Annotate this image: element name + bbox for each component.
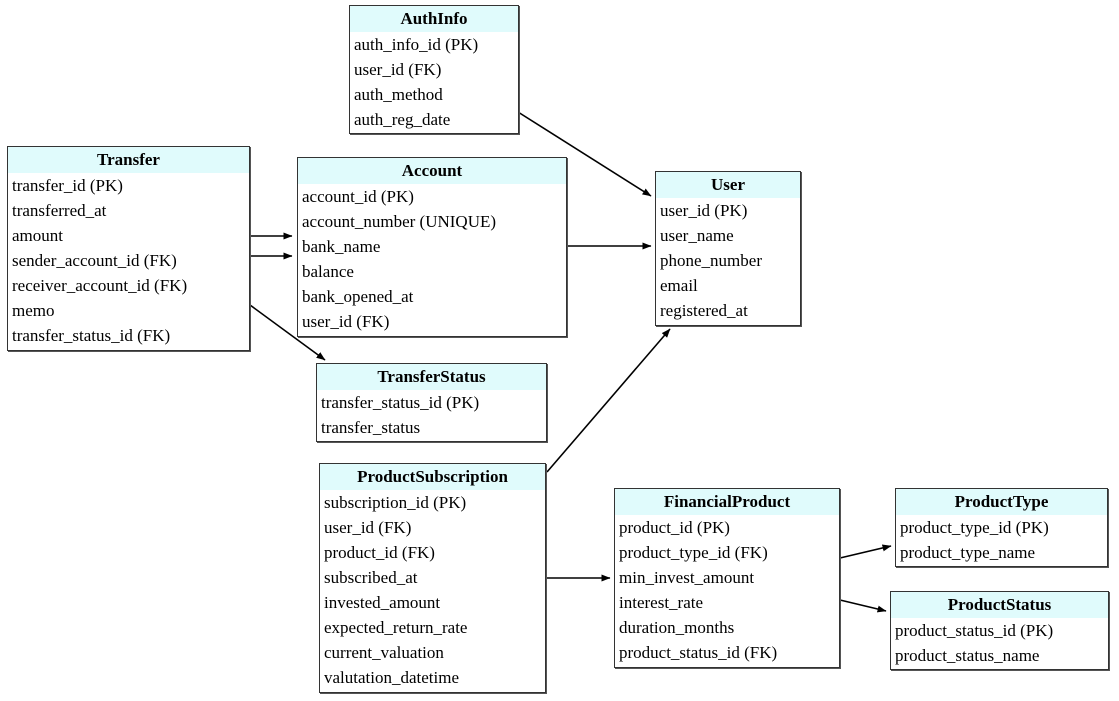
attribute-row: subscribed_at	[324, 568, 418, 587]
attribute-row: bank_name	[302, 237, 381, 256]
attribute-row: transfer_status_id (PK)	[321, 393, 480, 412]
attribute-row: memo	[12, 301, 55, 320]
attribute-row: valutation_datetime	[324, 668, 460, 687]
entity-title-productstatus: ProductStatus	[891, 592, 1108, 618]
attribute-row: registered_at	[660, 301, 748, 320]
attribute-list-transferstatus: transfer_status_id (PK) transfer_status	[317, 390, 546, 440]
attribute-row: transferred_at	[12, 201, 107, 220]
attribute-row: interest_rate	[619, 593, 704, 612]
attribute-row: account_id (PK)	[302, 187, 414, 206]
attribute-row: account_number (UNIQUE)	[302, 212, 497, 231]
entity-title-transferstatus: TransferStatus	[317, 364, 546, 390]
attribute-row: expected_return_rate	[324, 618, 468, 637]
attribute-row: email	[660, 276, 698, 295]
entity-title-productsubscription: ProductSubscription	[320, 464, 545, 490]
attribute-row: product_id (FK)	[324, 543, 435, 562]
attribute-row: user_id (FK)	[324, 518, 412, 537]
attribute-row: subscription_id (PK)	[324, 493, 467, 512]
entity-financialproduct[interactable]: FinancialProduct product_id (PK) product_t…	[614, 488, 840, 668]
attribute-row: product_status_name	[895, 646, 1040, 665]
entity-productsubscription[interactable]: ProductSubscription subscription_id (PK) u…	[319, 463, 546, 693]
attribute-row: product_status_id (FK)	[619, 643, 778, 662]
entity-title-financialproduct: FinancialProduct	[615, 489, 839, 515]
attribute-row: transfer_status_id (FK)	[12, 326, 171, 345]
attribute-row: current_valuation	[324, 643, 444, 662]
attribute-row: auth_info_id (PK)	[354, 35, 479, 54]
attribute-row: transfer_status	[321, 418, 421, 437]
attribute-row: product_status_id (PK)	[895, 621, 1054, 640]
entity-title-producttype: ProductType	[896, 489, 1107, 515]
attribute-list-authinfo: auth_info_id (PK) user_id (FK) auth_method…	[350, 32, 518, 132]
attribute-row: phone_number	[660, 251, 762, 270]
entity-title-transfer: Transfer	[8, 147, 249, 173]
attribute-row: user_name	[660, 226, 734, 245]
attribute-row: transfer_id (PK)	[12, 176, 123, 195]
attribute-row: duration_months	[619, 618, 735, 637]
attribute-row: user_id (PK)	[660, 201, 748, 220]
attribute-row: sender_account_id (FK)	[12, 251, 177, 270]
attribute-row: user_id (FK)	[302, 312, 390, 331]
attribute-row: auth_reg_date	[354, 110, 451, 129]
attribute-row: balance	[302, 262, 354, 281]
attribute-row: min_invest_amount	[619, 568, 755, 587]
attribute-list-financialproduct: product_id (PK) product_type_id (FK) min_i…	[615, 515, 839, 665]
relationship-financialproduct-producttype	[839, 544, 892, 559]
attribute-list-productsubscription: subscription_id (PK) user_id (FK) product_…	[320, 490, 545, 690]
attribute-row: receiver_account_id (FK)	[12, 276, 188, 295]
attribute-list-productstatus: product_status_id (PK) product_status_nam…	[891, 618, 1108, 668]
attribute-row: amount	[12, 226, 63, 245]
attribute-row: auth_method	[354, 85, 443, 104]
attribute-row: product_id (PK)	[619, 518, 730, 537]
entity-title-authinfo: AuthInfo	[350, 6, 518, 32]
attribute-row: product_type_id (PK)	[900, 518, 1049, 537]
attribute-list-producttype: product_type_id (PK) product_type_name	[896, 515, 1107, 565]
attribute-row: product_type_name	[900, 543, 1036, 562]
attribute-row: invested_amount	[324, 593, 441, 612]
relationship-productsubscription-user	[546, 328, 671, 473]
attribute-row: user_id (FK)	[354, 60, 442, 79]
entity-title-account: Account	[298, 158, 566, 184]
entity-account[interactable]: Account account_id (PK) account_number (UN…	[297, 157, 567, 337]
attribute-row: bank_opened_at	[302, 287, 414, 306]
attribute-list-account: account_id (PK) account_number (UNIQUE) ba…	[298, 184, 566, 334]
relationship-financialproduct-productstatus	[839, 599, 887, 613]
attribute-row: product_type_id (FK)	[619, 543, 768, 562]
entity-title-user: User	[656, 172, 800, 198]
